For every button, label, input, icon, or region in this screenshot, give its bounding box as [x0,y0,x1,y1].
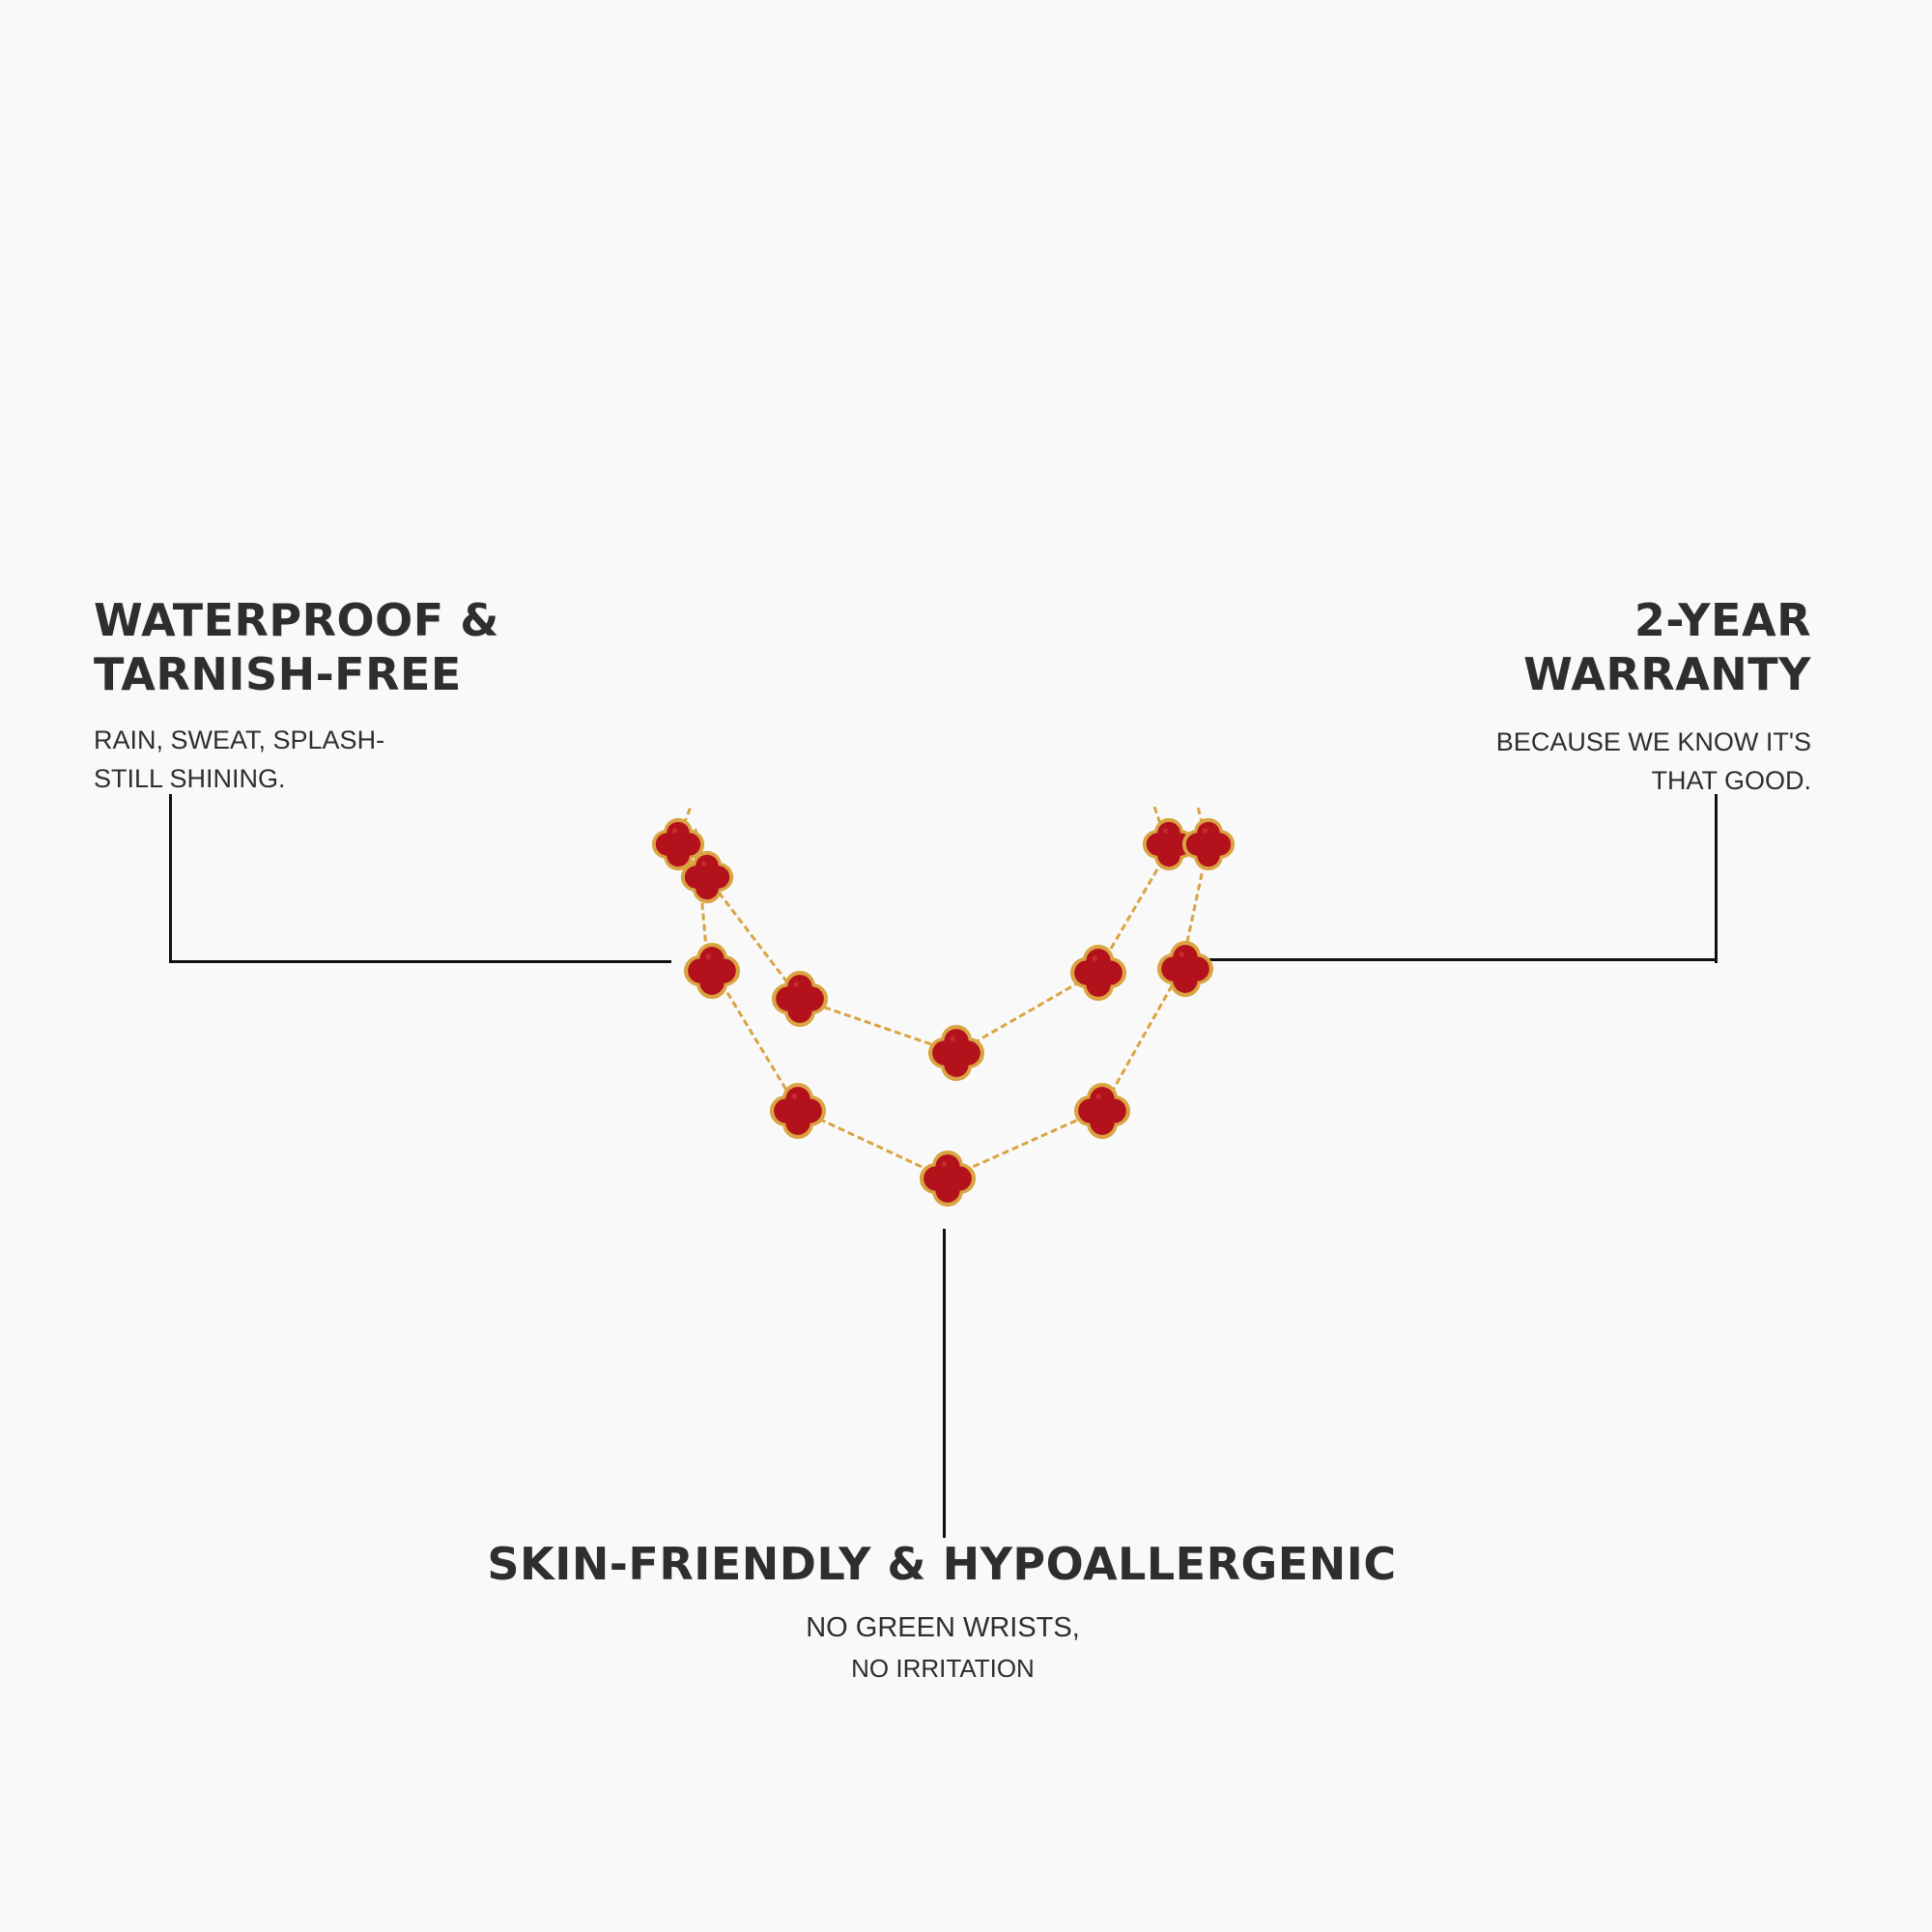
feature-description-line: NO GREEN WRISTS, [806,1612,1080,1643]
feature-description-line: NO IRRITATION [851,1654,1035,1683]
feature-title: SKIN-FRIENDLY & HYPOALLERGENIC [0,1537,1884,1591]
feature-title-line: WATERPROOF & [94,594,499,646]
connector-line-right-vertical [1715,794,1718,963]
connector-line-right-horizontal [1209,958,1718,961]
feature-title: WATERPROOF & TARNISH-FREE [94,593,499,701]
feature-description: NO GREEN WRISTS, NO IRRITATION [0,1607,1886,1689]
feature-title-line: SKIN-FRIENDLY & HYPOALLERGENIC [487,1538,1397,1590]
feature-description-line: STILL SHINING. [94,764,286,793]
feature-description-line: THAT GOOD. [1651,766,1811,795]
necklace-chain [674,806,1209,1180]
feature-title-line: TARNISH-FREE [94,648,462,700]
feature-description: BECAUSE WE KNOW IT'S THAT GOOD. [1496,723,1811,800]
feature-title: 2-YEAR WARRANTY [1523,593,1811,701]
connector-line-bottom-vertical [943,1229,946,1538]
feature-title-line: 2-YEAR [1634,594,1811,646]
connector-line-left-vertical [169,794,172,963]
feature-description-line: BECAUSE WE KNOW IT'S [1495,727,1811,756]
feature-description: RAIN, SWEAT, SPLASH- STILL SHINING. [94,721,384,798]
feature-title-line: WARRANTY [1523,648,1811,700]
connector-line-left-horizontal [169,960,671,963]
feature-description-line: RAIN, SWEAT, SPLASH- [94,725,385,754]
